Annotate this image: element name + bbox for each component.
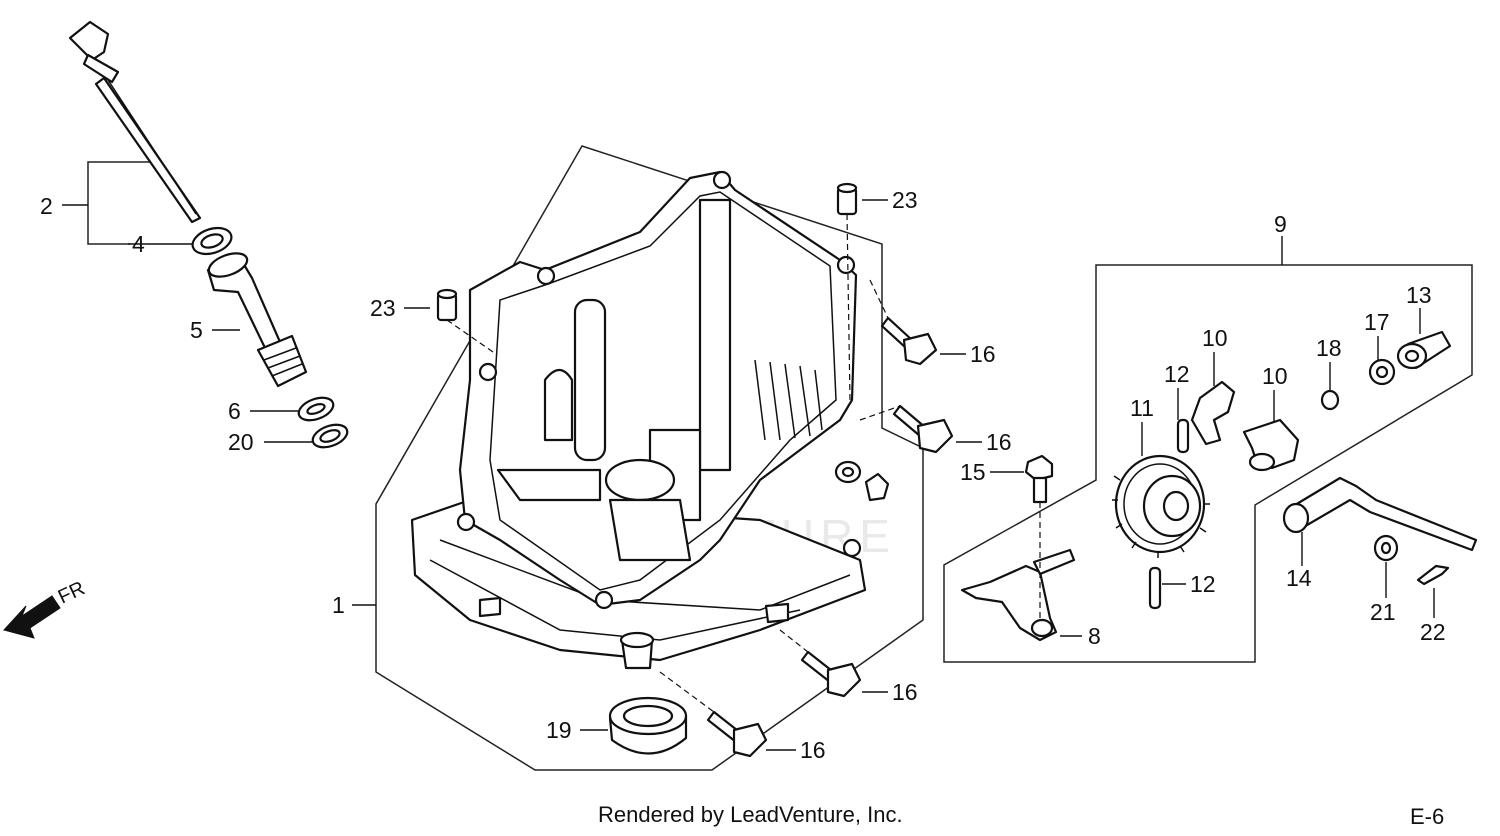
- callout-15: 15: [960, 459, 986, 485]
- callout-16-d: 16: [800, 737, 826, 763]
- washer-part[interactable]: [310, 420, 351, 451]
- washer-part-21[interactable]: [1373, 534, 1399, 562]
- governor-group-outline: [943, 264, 1473, 663]
- dowel-pin-part-b[interactable]: [436, 288, 458, 322]
- callout-5: 5: [190, 317, 203, 343]
- callout-22: 22: [1420, 619, 1446, 645]
- callout-17: 17: [1364, 309, 1390, 335]
- oil-pan-group-outline: [375, 145, 924, 771]
- flange-bolt-part-c[interactable]: [800, 650, 862, 698]
- callout-14: 14: [1286, 565, 1312, 591]
- governor-weight-part-a[interactable]: [1190, 380, 1236, 446]
- governor-gear-part[interactable]: [1112, 454, 1210, 558]
- governor-shaft-part[interactable]: [1282, 476, 1478, 552]
- governor-weight-part-b[interactable]: [1242, 418, 1300, 472]
- pin-part-b[interactable]: [1148, 566, 1162, 610]
- callout-10-a: 10: [1202, 325, 1228, 351]
- dipstick-bracket: [87, 161, 148, 245]
- flange-bolt-part-b[interactable]: [892, 404, 954, 454]
- oil-seal-part[interactable]: [608, 696, 688, 755]
- governor-holder-part[interactable]: [1396, 330, 1452, 370]
- bolt-part-15[interactable]: [1024, 454, 1054, 504]
- callout-12-a: 12: [1164, 361, 1190, 387]
- clip-part[interactable]: [1320, 389, 1340, 411]
- callout-20: 20: [228, 429, 254, 455]
- callout-9: 9: [1274, 211, 1287, 237]
- callout-1: 1: [332, 592, 345, 618]
- oil-pan-part[interactable]: [410, 170, 890, 670]
- dipstick-part[interactable]: [68, 20, 202, 224]
- flange-bolt-part-d[interactable]: [706, 710, 768, 758]
- governor-bracket-part[interactable]: [960, 548, 1076, 642]
- callout-13: 13: [1406, 282, 1432, 308]
- front-direction-arrow-icon: [3, 595, 61, 639]
- callout-19: 19: [546, 717, 572, 743]
- callout-8: 8: [1088, 623, 1101, 649]
- callout-6: 6: [228, 398, 241, 424]
- dowel-pin-part-a[interactable]: [836, 182, 858, 216]
- cotter-pin-part[interactable]: [1416, 564, 1450, 586]
- direction-label: FR: [55, 577, 88, 608]
- o-ring-part[interactable]: [189, 223, 234, 258]
- callout-23-left: 23: [370, 295, 396, 321]
- callout-23-top: 23: [892, 187, 918, 213]
- footer-page-code: E-6: [1410, 804, 1444, 829]
- footer-credit: Rendered by LeadVenture, Inc.: [598, 802, 903, 827]
- callout-12-b: 12: [1190, 571, 1216, 597]
- callout-10-b: 10: [1262, 363, 1288, 389]
- callout-16-b: 16: [986, 429, 1012, 455]
- callout-11: 11: [1130, 395, 1154, 421]
- flange-bolt-part-a[interactable]: [880, 316, 938, 366]
- callout-16-a: 16: [970, 341, 996, 367]
- callout-4: 4: [132, 231, 145, 257]
- oil-filler-tube-part[interactable]: [206, 249, 308, 388]
- washer-part-17[interactable]: [1368, 358, 1396, 386]
- callout-16-c: 16: [892, 679, 918, 705]
- pin-part-a[interactable]: [1176, 418, 1190, 454]
- gasket-part[interactable]: [296, 393, 337, 424]
- callout-21: 21: [1370, 599, 1396, 625]
- callout-18: 18: [1316, 335, 1342, 361]
- callout-2: 2: [40, 193, 53, 219]
